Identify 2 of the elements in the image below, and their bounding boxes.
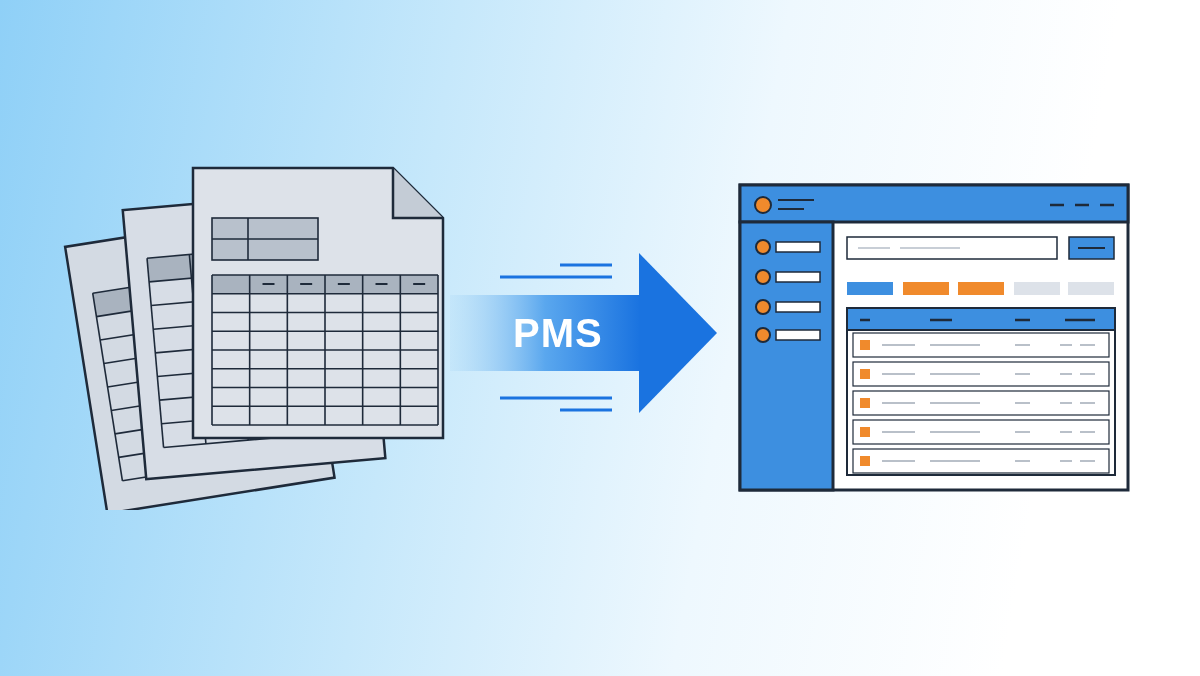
block-arrow xyxy=(450,253,717,413)
edge-label: PMS xyxy=(513,311,603,356)
